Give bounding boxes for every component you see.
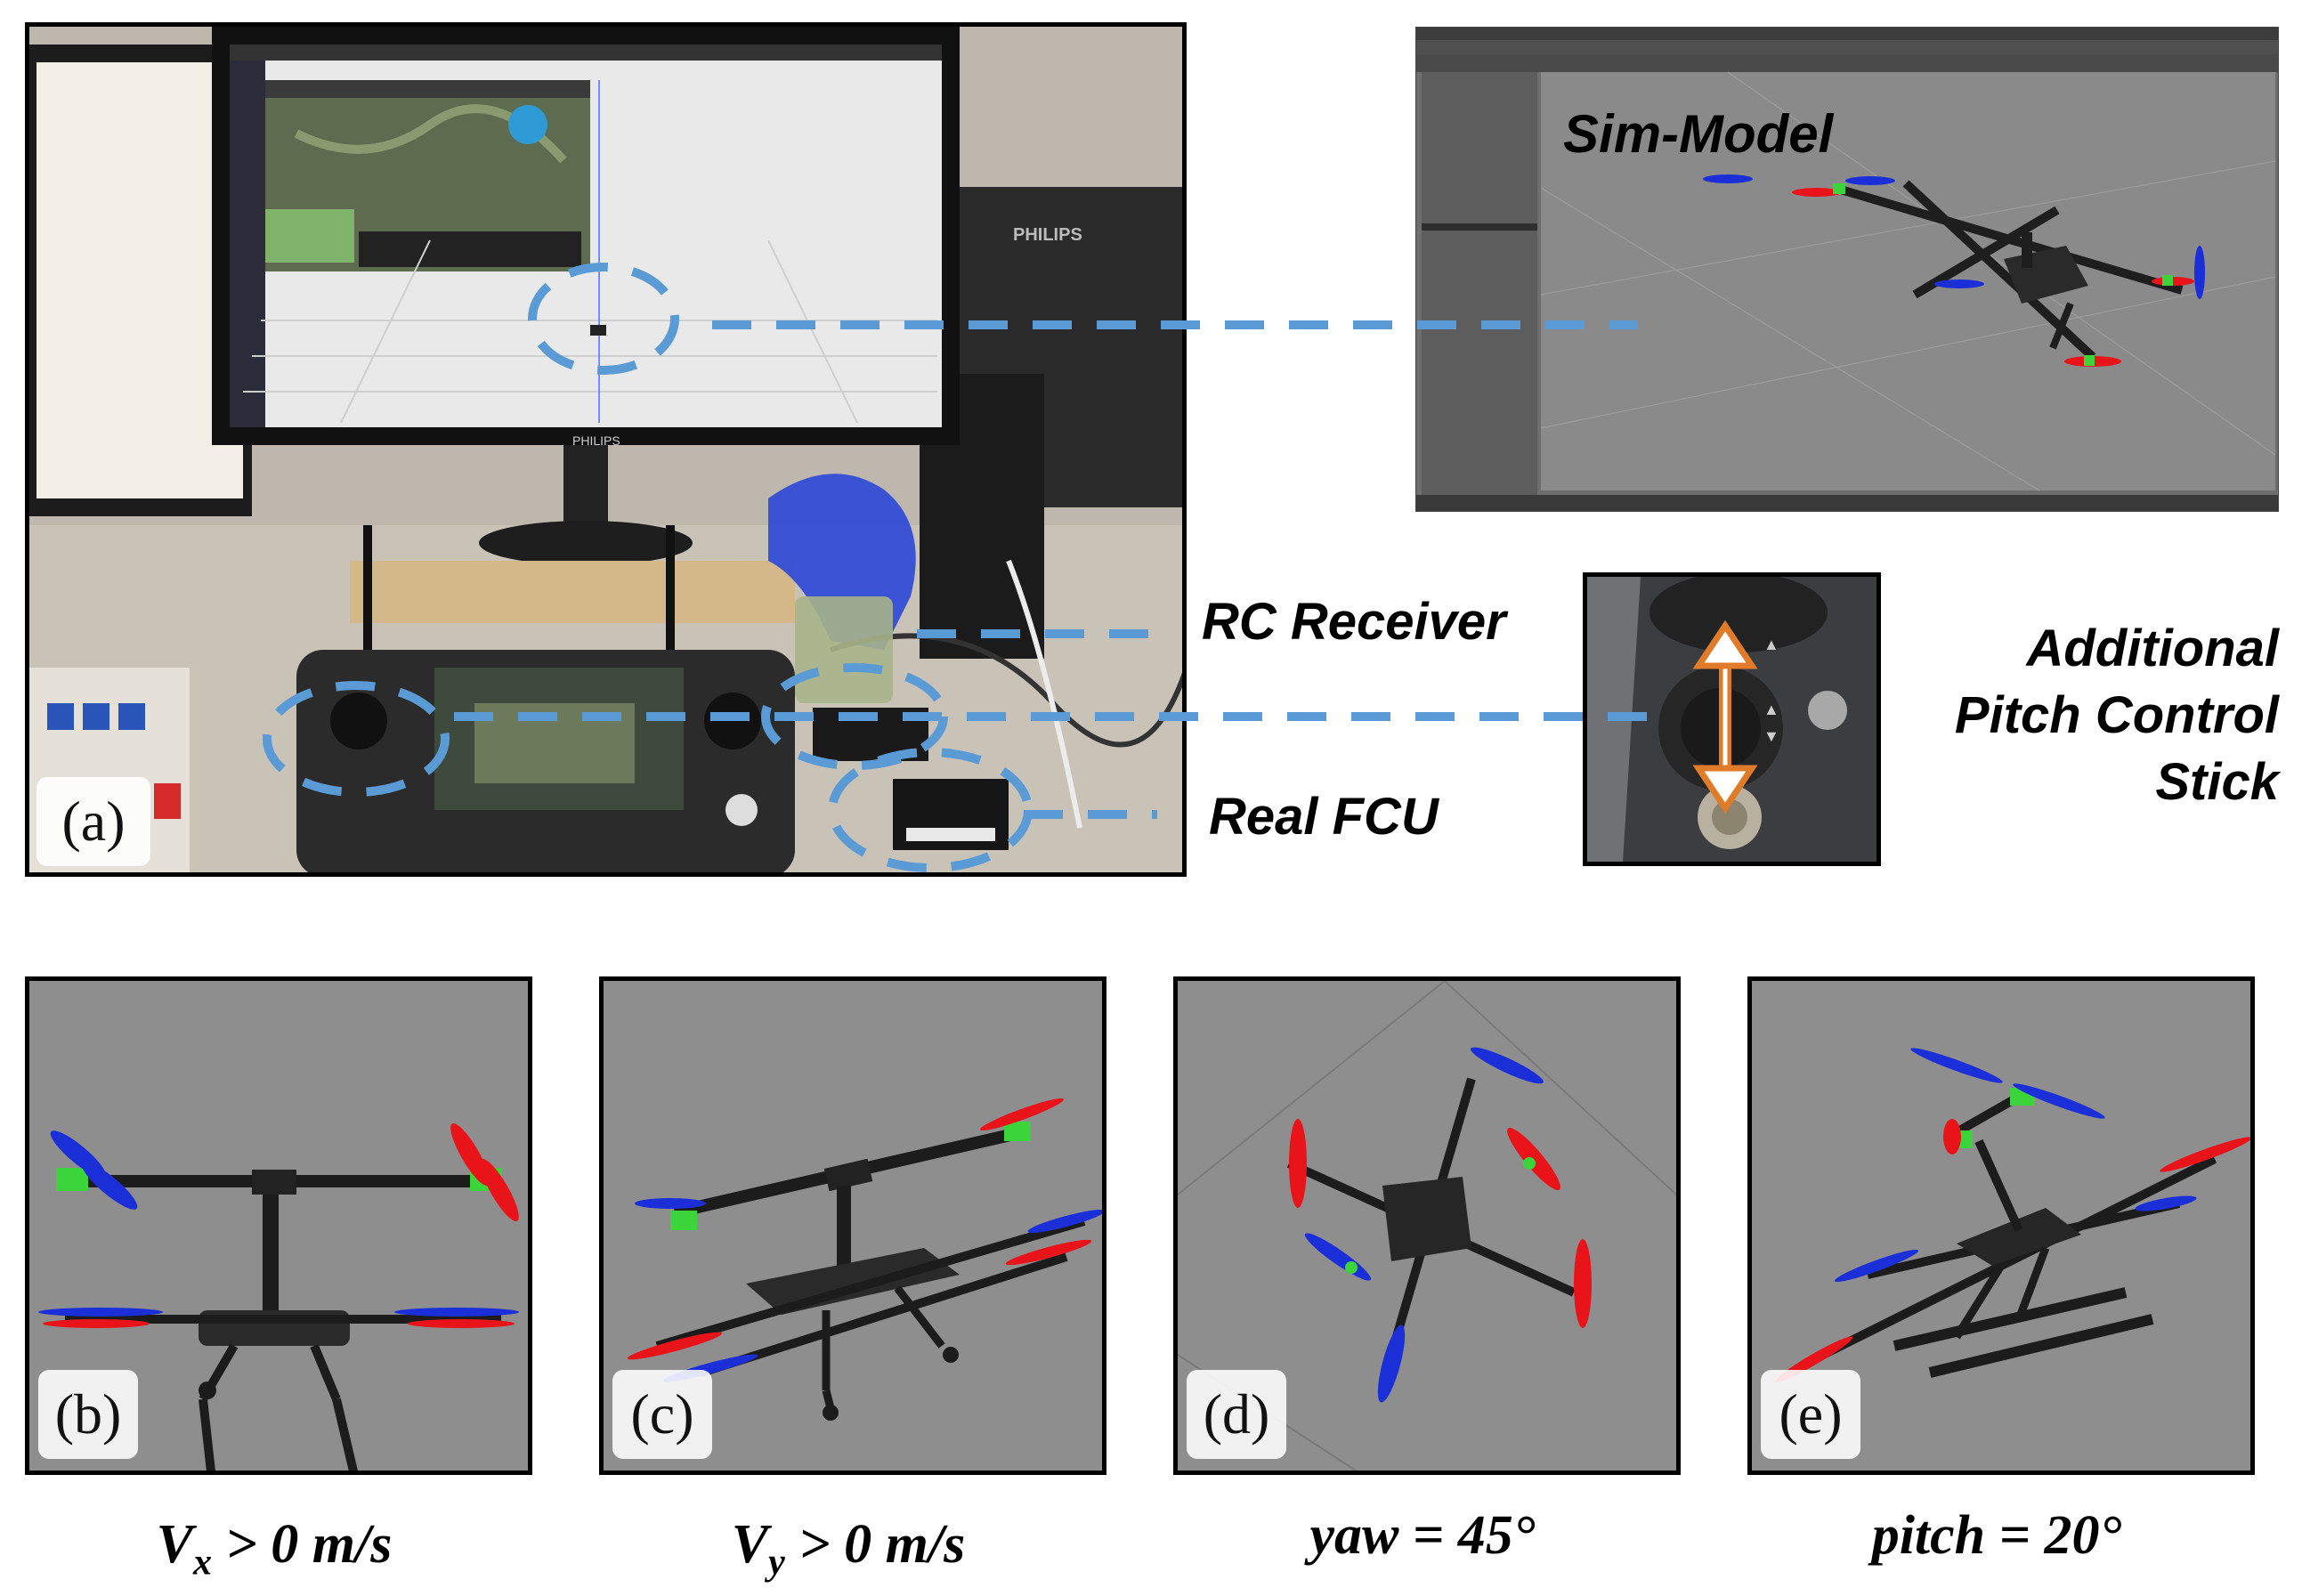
svg-text:▼: ▼	[1763, 727, 1779, 745]
sim-model-screenshot: Sim-Model	[1415, 27, 2279, 512]
pitch-stick-label-line2: Pitch Control	[1954, 686, 2279, 744]
caption-b: Vx > 0 m/s	[156, 1514, 393, 1584]
caption-c: Vy > 0 m/s	[731, 1514, 966, 1584]
drone-top-view	[1178, 981, 1676, 1470]
gazebo-window	[1416, 28, 2278, 511]
svg-text:▲: ▲	[1763, 636, 1779, 653]
rc-receiver-label: RC Receiver	[1202, 593, 1506, 651]
caption-d: yaw = 45°	[1309, 1505, 1536, 1566]
pitch-stick-label-line3: Stick	[2155, 753, 2279, 811]
svg-text:▲: ▲	[1763, 701, 1779, 718]
panel-a-tag: (a)	[36, 777, 150, 866]
caption-e: pitch = 20°	[1871, 1505, 2122, 1566]
panel-c-tag: (c)	[612, 1370, 712, 1459]
panel-e: (e)	[1747, 976, 2255, 1475]
panel-d-tag: (d)	[1187, 1370, 1286, 1459]
drone-forward-view	[38, 1123, 519, 1470]
lab-setup-illustration: PHILIPS PHILIPS	[29, 27, 1182, 872]
sim-model-label: Sim-Model	[1563, 104, 1834, 164]
panel-b: (b)	[25, 976, 532, 1475]
monitor-brand: PHILIPS	[572, 433, 620, 448]
drone-pitch-view	[1775, 1048, 2250, 1382]
panel-e-tag: (e)	[1761, 1370, 1860, 1459]
panel-d: (d)	[1173, 976, 1681, 1475]
monitor-brand-rear: PHILIPS	[1013, 225, 1082, 245]
pitch-stick-photo: ▲ ▲ ▼	[1583, 572, 1881, 866]
drone-lateral-view	[627, 1098, 1102, 1421]
panel-a-photo: PHILIPS PHILIPS (a)	[25, 22, 1187, 877]
pitch-stick-label-line1: Additional	[2026, 620, 2279, 677]
sim-drone	[1703, 174, 2205, 367]
panel-c: (c)	[599, 976, 1106, 1475]
real-fcu-label: Real FCU	[1209, 788, 1439, 846]
orange-double-arrow-icon	[1692, 620, 1758, 814]
panel-b-tag: (b)	[38, 1370, 138, 1459]
